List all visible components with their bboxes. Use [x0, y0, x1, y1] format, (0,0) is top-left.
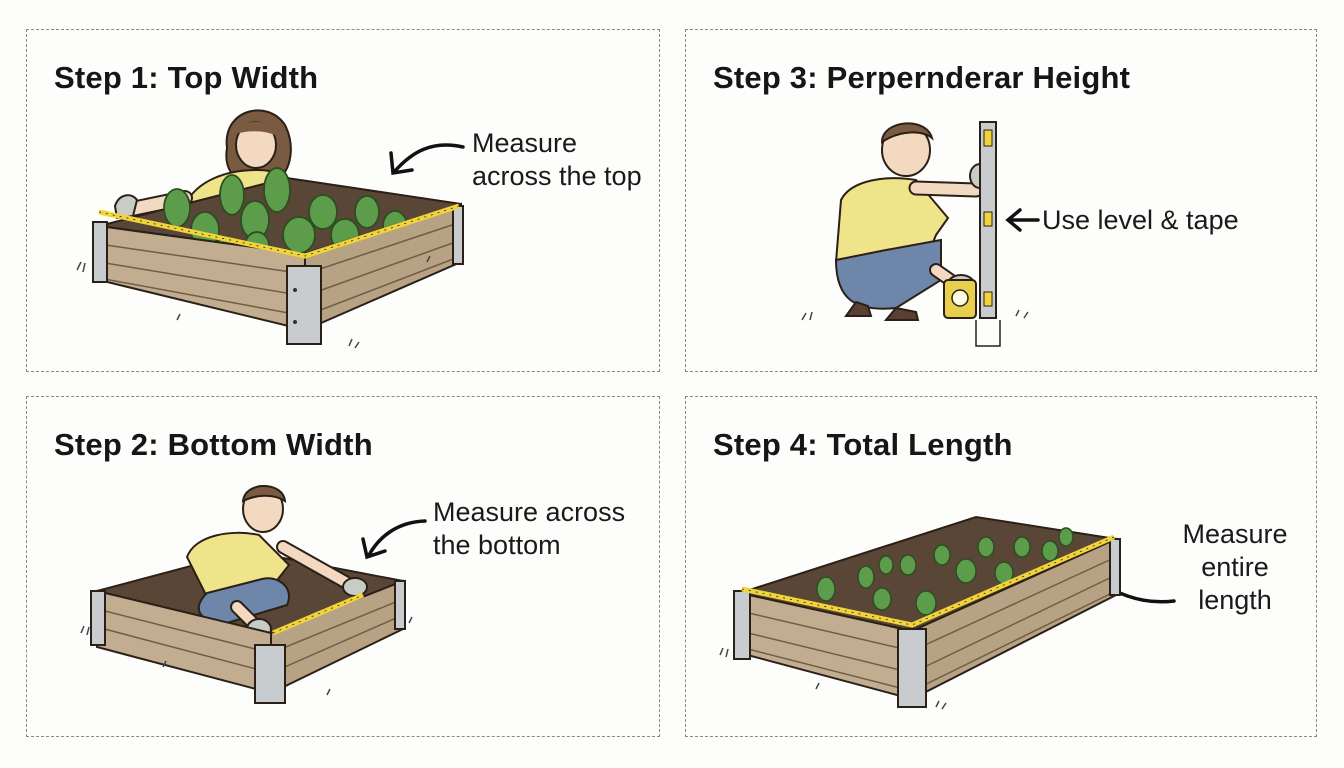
step-1-callout: Measure across the top: [472, 127, 642, 193]
step-2-panel: Step 2: Bottom Width Measure across the …: [26, 396, 660, 737]
step-2-callout-line-2: the bottom: [433, 530, 561, 560]
step-3-callout: Use level & tape: [1042, 204, 1239, 237]
step-2-illustration: [80, 485, 427, 704]
person-icon: [185, 485, 368, 640]
tape-measure-icon: [272, 592, 364, 636]
spirit-level-icon: [975, 121, 1001, 347]
tape-measure-icon: [741, 534, 1115, 628]
curved-arrow-icon: [389, 143, 465, 176]
plant-icon: [816, 527, 1074, 616]
step-4-callout-line-1: Measure: [1182, 519, 1288, 549]
tape-measure-icon: [98, 203, 460, 259]
step-4-illustration: [719, 515, 1176, 710]
step-1-illustration: [76, 109, 465, 349]
step-3-panel: Step 3: Perpernderar Height Use level & …: [685, 29, 1317, 372]
curved-arrow-icon: [1005, 208, 1040, 232]
step-2-callout: Measure across the bottom: [433, 496, 625, 562]
step-1-title: Step 1: Top Width: [54, 60, 319, 95]
step-4-title: Step 4: Total Length: [713, 427, 1013, 462]
step-1-panel: Step 1: Top Width Measure across the top: [26, 29, 660, 372]
person-icon: [834, 122, 991, 321]
step-4-callout-line-3: length: [1198, 585, 1272, 615]
step-1-callout-line-2: across the top: [472, 161, 642, 191]
step-4-callout: Measure entire length: [1180, 518, 1290, 617]
step-4-callout-line-2: entire: [1201, 552, 1269, 582]
step-3-title: Step 3: Perpernderar Height: [713, 60, 1131, 95]
step-2-title: Step 2: Bottom Width: [54, 427, 373, 462]
step-3-illustration: [801, 121, 1040, 347]
step-3-callout-line-1: Use level & tape: [1042, 205, 1239, 235]
step-4-panel: Step 4: Total Length Measure entire leng…: [685, 396, 1317, 737]
step-2-callout-line-1: Measure across: [433, 497, 626, 527]
tape-measure-icon: [943, 279, 977, 319]
curved-arrow-icon: [361, 519, 427, 560]
step-1-callout-line-1: Measure: [472, 128, 578, 158]
